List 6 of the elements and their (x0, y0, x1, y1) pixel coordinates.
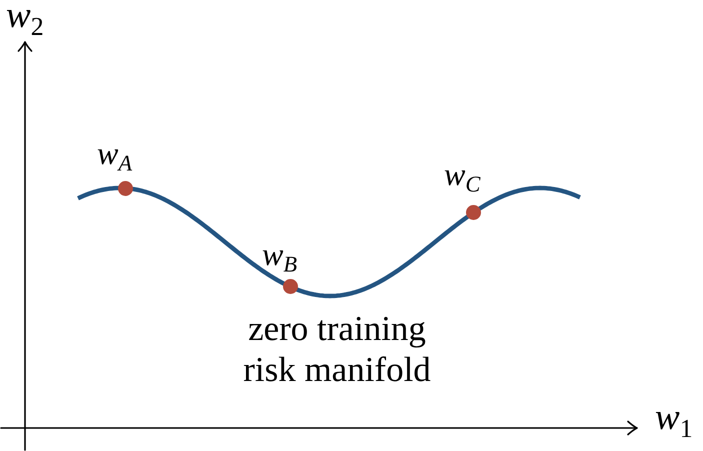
axis-label: w$_{2}$ (6, 0, 44, 37)
point-label: w$_{B}$ (262, 237, 298, 272)
annotation-text: zero training risk manifold (242, 308, 432, 390)
point-label: w$_{A}$ (97, 136, 132, 172)
point-label: w$_{C}$ (444, 157, 480, 192)
axis-label: w$_{1}$ (655, 398, 693, 439)
